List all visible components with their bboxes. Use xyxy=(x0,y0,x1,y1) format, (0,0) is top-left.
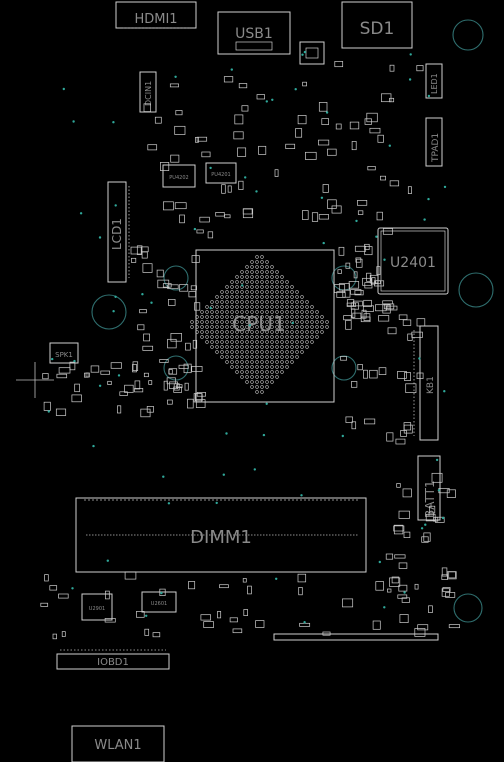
usb-label: USB1 xyxy=(235,26,273,42)
tpad-label: TPAD1 xyxy=(431,133,441,163)
pu4201-label: PU4201 xyxy=(211,172,230,178)
u2401-label: U2401 xyxy=(390,255,436,271)
mounting-hole-left xyxy=(91,294,127,330)
mounting-hole-top-right xyxy=(452,19,484,51)
touchpad-connector: TPAD1 xyxy=(425,117,443,167)
usb-connector: USB1 xyxy=(217,11,291,55)
kb-label: KB1 xyxy=(426,376,436,394)
hdmi-connector: HDMI1 xyxy=(115,1,197,29)
sd-card-connector: SD1 xyxy=(341,1,413,49)
chip-u2401: U2401 xyxy=(377,227,449,295)
dimm-slot: DIMM1 xyxy=(75,497,367,573)
hdmi-label: HDMI1 xyxy=(134,12,177,27)
led-label: LED1 xyxy=(430,73,439,94)
cpu-label: CPU1 xyxy=(232,312,285,336)
dimm-label: DIMM1 xyxy=(190,527,252,548)
u2601-label: U2601 xyxy=(151,601,167,607)
keyboard-connector: KB1 xyxy=(413,325,439,441)
pu4202-label: PU4202 xyxy=(169,175,188,181)
cpu-hole-br xyxy=(331,355,357,381)
wlan-label: WLAN1 xyxy=(94,738,141,753)
lcd-label: LCD1 xyxy=(110,218,124,250)
io-board-connector: IOBD1 xyxy=(56,649,170,670)
speaker-connector: SPK1 xyxy=(49,342,79,364)
crosshair-marker xyxy=(16,362,54,398)
mounting-hole-right xyxy=(458,272,494,308)
dcin-connector: DCIN1 xyxy=(139,71,157,113)
power-ic-pu4202: PU4202 xyxy=(162,164,196,188)
sd-label: SD1 xyxy=(360,19,395,39)
cpu-bga-balls xyxy=(190,255,329,394)
iobd-label: IOBD1 xyxy=(97,657,129,668)
dcin-label: DCIN1 xyxy=(144,81,153,106)
wlan-slot: WLAN1 xyxy=(71,725,165,762)
chip-u2601: U2601 xyxy=(141,591,177,613)
u2901-label: U2901 xyxy=(89,606,105,612)
batt-label: BATT1 xyxy=(423,480,437,518)
mounting-hole-bottom-right xyxy=(453,593,483,623)
cpu-footprint: CPU1 xyxy=(190,249,335,403)
component-300 xyxy=(299,41,325,65)
lcd-connector: LCD1 xyxy=(107,181,130,283)
chip-u2901: U2901 xyxy=(81,593,113,621)
bottom-fpc-connector xyxy=(273,633,439,641)
small-components xyxy=(40,61,460,640)
vias xyxy=(47,50,447,624)
battery-connector: BATT1 xyxy=(417,455,441,521)
cpu-hole-tl xyxy=(163,265,189,291)
spk-label: SPK1 xyxy=(55,351,73,359)
led-connector: LED1 xyxy=(425,63,443,99)
power-ic-pu4201: PU4201 xyxy=(205,162,237,184)
